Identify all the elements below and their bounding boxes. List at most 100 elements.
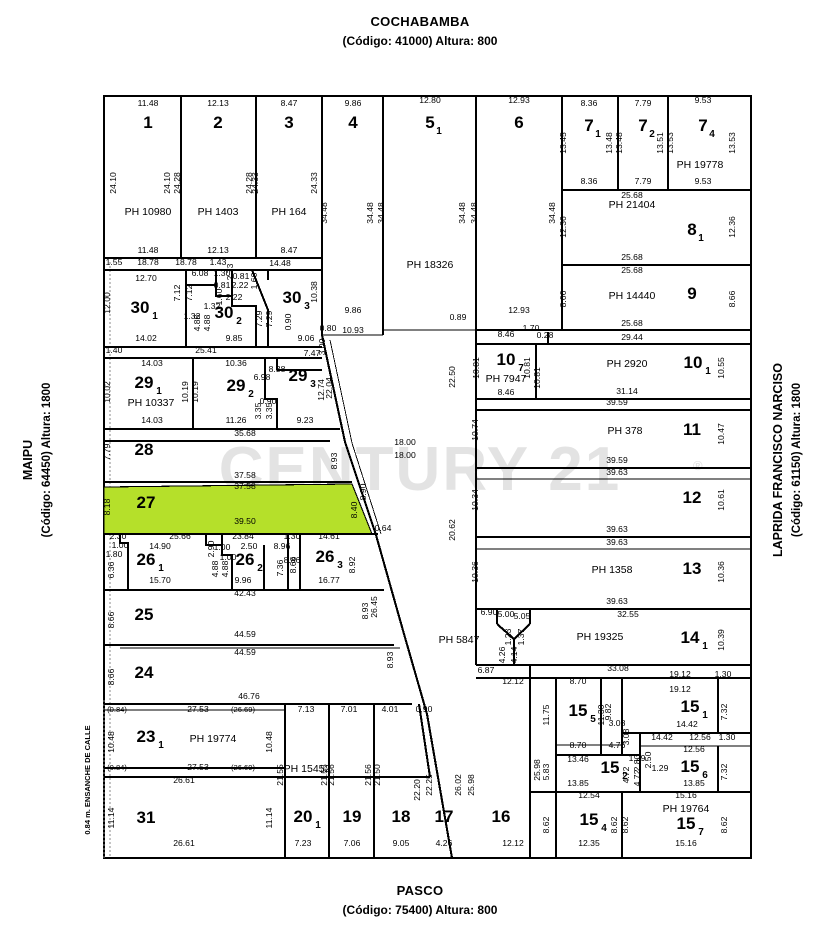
parcel-number-24[interactable]: 24: [135, 663, 154, 682]
dimension-label-vertical: 10.39: [716, 629, 726, 651]
parcel-number-10_7[interactable]: 10: [497, 350, 516, 369]
dimension-label: 6.36: [106, 561, 116, 578]
parcel-number-30_3[interactable]: 30: [283, 288, 302, 307]
parcel-subnumber-30_3: 3: [304, 301, 310, 312]
dimension-label: 10.81: [471, 357, 481, 379]
parcel-number-6[interactable]: 6: [514, 113, 523, 132]
parcel-number-27[interactable]: 27: [137, 493, 156, 512]
dimension-label: 10.47: [716, 423, 726, 445]
parcel-number-29_2[interactable]: 29: [227, 376, 246, 395]
dimension-label: 37.58: [234, 470, 256, 480]
parcel-number-11[interactable]: 11: [683, 420, 701, 439]
dimension-label: 1.23: [503, 628, 513, 645]
parcel-subnumber-26_2: 2: [257, 563, 263, 574]
dimension-label-vertical: 8.66: [727, 290, 737, 307]
parcel-number-26_3[interactable]: 26: [316, 547, 335, 566]
dimension-label: 22.20: [412, 779, 422, 801]
parcel-number-7_4[interactable]: 7: [698, 116, 707, 135]
parcel-number-12[interactable]: 12: [683, 488, 702, 507]
dimension-label: 8.62: [620, 816, 630, 833]
dimension-label: 10.48: [106, 731, 116, 753]
dimension-label: 25.68: [621, 265, 643, 275]
dimension-label-vertical: 8.18: [102, 498, 112, 515]
dimension-label-vertical: 34.48: [376, 202, 386, 224]
dimension-label-vertical: 10.81: [532, 367, 542, 389]
dimension-label-vertical: 8.62: [609, 816, 619, 833]
parcel-number-4[interactable]: 4: [348, 113, 358, 132]
ph-label-2: PH 1403: [198, 206, 239, 218]
dimension-label-vertical: 7.36: [275, 559, 285, 576]
dimension-label-vertical: 13.51: [655, 132, 665, 154]
parcel-number-30_2[interactable]: 30: [215, 303, 234, 322]
parcel-number-25[interactable]: 25: [135, 605, 154, 624]
parcel-number-16[interactable]: 16: [492, 807, 511, 826]
parcel-number-15_4[interactable]: 15: [580, 810, 599, 829]
dimension-label: 4.72: [621, 766, 631, 783]
dimension-label-vertical: 22.04: [324, 377, 334, 399]
parcel-number-28[interactable]: 28: [135, 440, 154, 459]
dimension-label-vertical: 1.37: [516, 628, 526, 645]
dimension-label-vertical: 22.20: [412, 779, 422, 801]
dimension-label: 12.13: [207, 245, 229, 255]
dimension-label: 15.16: [675, 790, 697, 800]
parcel-number-14_1[interactable]: 14: [681, 628, 700, 647]
dimension-label: 33.08: [607, 663, 629, 673]
dimension-label: 8.92: [347, 556, 357, 573]
parcel-subnumber-26_3: 3: [337, 560, 343, 571]
parcel-number-18[interactable]: 18: [392, 807, 411, 826]
parcel-number-8_1[interactable]: 8: [687, 220, 696, 239]
parcel-number-5_1[interactable]: 5: [425, 113, 434, 132]
parcel-number-26_1[interactable]: 26: [137, 550, 156, 569]
dimension-label: 1.43: [210, 257, 227, 267]
dimension-label-vertical: 10.74: [470, 419, 480, 441]
street-bottom-detail: (Código: 75400) Altura: 800: [343, 903, 498, 917]
ensanche-label: 0.84 m. ENSANCHE DE CALLE: [83, 725, 92, 834]
dimension-label-vertical: 10.61: [716, 489, 726, 511]
dimension-label: 35.68: [234, 428, 256, 438]
dimension-label: 4.26: [497, 646, 507, 663]
parcel-number-29_3[interactable]: 29: [289, 366, 308, 385]
ph-label-10_7: PH 7947: [486, 373, 527, 385]
parcel-subnumber-23_1: 1: [158, 740, 164, 751]
parcel-number-26_2[interactable]: 26: [236, 550, 255, 569]
row-29-parcels: [104, 358, 340, 443]
dimension-label: 10.61: [716, 489, 726, 511]
dimension-label: 9.96: [235, 575, 252, 585]
parcel-number-17[interactable]: 17: [435, 807, 454, 826]
dimension-label: 8.86: [284, 555, 301, 565]
dimension-label: (0.84): [107, 705, 127, 714]
parcel-number-15_7[interactable]: 15: [677, 814, 696, 833]
dimension-label: 9.53: [695, 95, 712, 105]
row-26-parcels: [104, 532, 384, 592]
parcel-number-3[interactable]: 3: [284, 113, 293, 132]
parcel-number-23_1[interactable]: 23: [137, 727, 156, 746]
parcel-number-7_1[interactable]: 7: [584, 116, 593, 135]
dimension-label: 8.46: [498, 329, 515, 339]
parcel-number-19[interactable]: 19: [343, 807, 362, 826]
dimension-label-vertical: 8.66: [558, 290, 568, 307]
street-left-name: MAIPU: [21, 440, 35, 480]
parcel-number-15_6[interactable]: 15: [681, 757, 700, 776]
dimension-label: 7.29: [264, 310, 274, 327]
dimension-label-vertical: 4.88: [210, 560, 220, 577]
parcel-number-2[interactable]: 2: [213, 113, 222, 132]
parcel-number-10_1[interactable]: 10: [684, 353, 703, 372]
parcel-number-15_2[interactable]: 15: [601, 758, 620, 777]
parcel-subnumber-29_1: 1: [156, 386, 162, 397]
dimension-label-vertical: 34.48: [547, 202, 557, 224]
parcel-number-30_1[interactable]: 30: [131, 298, 150, 317]
dimension-label: 7.29: [254, 310, 264, 327]
parcel-number-7_2[interactable]: 7: [638, 116, 647, 135]
parcel-number-15_1[interactable]: 15: [681, 697, 700, 716]
parcel-number-9[interactable]: 9: [687, 284, 696, 303]
parcel-number-29_1[interactable]: 29: [135, 373, 154, 392]
dimension-label-vertical: 0.90: [283, 313, 293, 330]
parcel-number-31[interactable]: 31: [137, 808, 156, 827]
dimension-label: 12.93: [508, 305, 530, 315]
parcel-number-15_5[interactable]: 15: [569, 701, 588, 720]
dimension-label: 1.30: [715, 669, 732, 679]
parcel-number-13[interactable]: 13: [683, 559, 702, 578]
parcel-number-1[interactable]: 1: [143, 113, 152, 132]
parcel-number-20_1[interactable]: 20: [294, 807, 313, 826]
street-label-bottom: PASCO (Código: 75400) Altura: 800: [343, 883, 498, 917]
